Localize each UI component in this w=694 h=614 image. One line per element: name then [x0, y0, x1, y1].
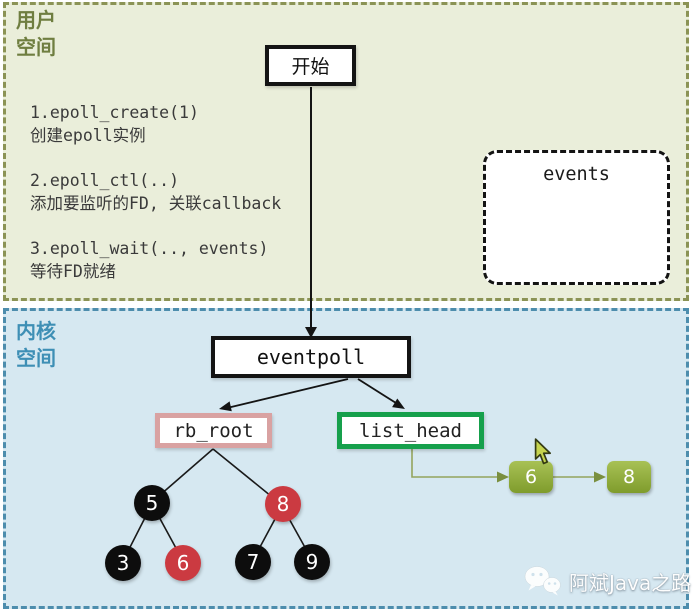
events-box: events: [483, 150, 670, 285]
user-space-label: 用户 空间: [16, 8, 56, 59]
step-3-desc: 等待FD就绪: [30, 261, 116, 281]
step-3: 3.epoll_wait(.., events) 等待FD就绪: [30, 238, 281, 283]
step-1: 1.epoll_create(1) 创建epoll实例: [30, 102, 281, 147]
step-2-desc: 添加要监听的FD, 关联callback: [30, 193, 282, 213]
tree-node-7: 7: [235, 544, 271, 580]
eventpoll-box: eventpoll: [211, 336, 411, 378]
step-2-code: 2.epoll_ctl(..): [30, 171, 180, 190]
step-1-code: 1.epoll_create(1): [30, 103, 199, 122]
tree-node-6: 6: [165, 545, 201, 581]
step-2: 2.epoll_ctl(..) 添加要监听的FD, 关联callback: [30, 170, 281, 215]
tree-node-9: 9: [294, 544, 330, 580]
events-label: events: [543, 164, 610, 185]
watermark-text: 阿斌Java之路: [569, 570, 692, 595]
kernel-space-label: 内核 空间: [16, 319, 56, 370]
wechat-icon: [524, 566, 561, 596]
epoll-steps: 1.epoll_create(1) 创建epoll实例 2.epoll_ctl(…: [30, 102, 281, 306]
tree-node-3: 3: [105, 545, 141, 581]
watermark: 阿斌Java之路: [524, 565, 691, 597]
tree-node-8: 8: [265, 486, 301, 522]
step-1-desc: 创建epoll实例: [30, 125, 146, 145]
rb-root-box: rb_root: [155, 413, 272, 448]
step-3-code: 3.epoll_wait(.., events): [30, 239, 269, 258]
tree-node-5: 5: [134, 485, 170, 521]
list-head-box: list_head: [337, 412, 484, 449]
ready-node-6: 6: [509, 461, 553, 493]
ready-node-8: 8: [607, 461, 651, 493]
start-box: 开始: [265, 45, 356, 86]
